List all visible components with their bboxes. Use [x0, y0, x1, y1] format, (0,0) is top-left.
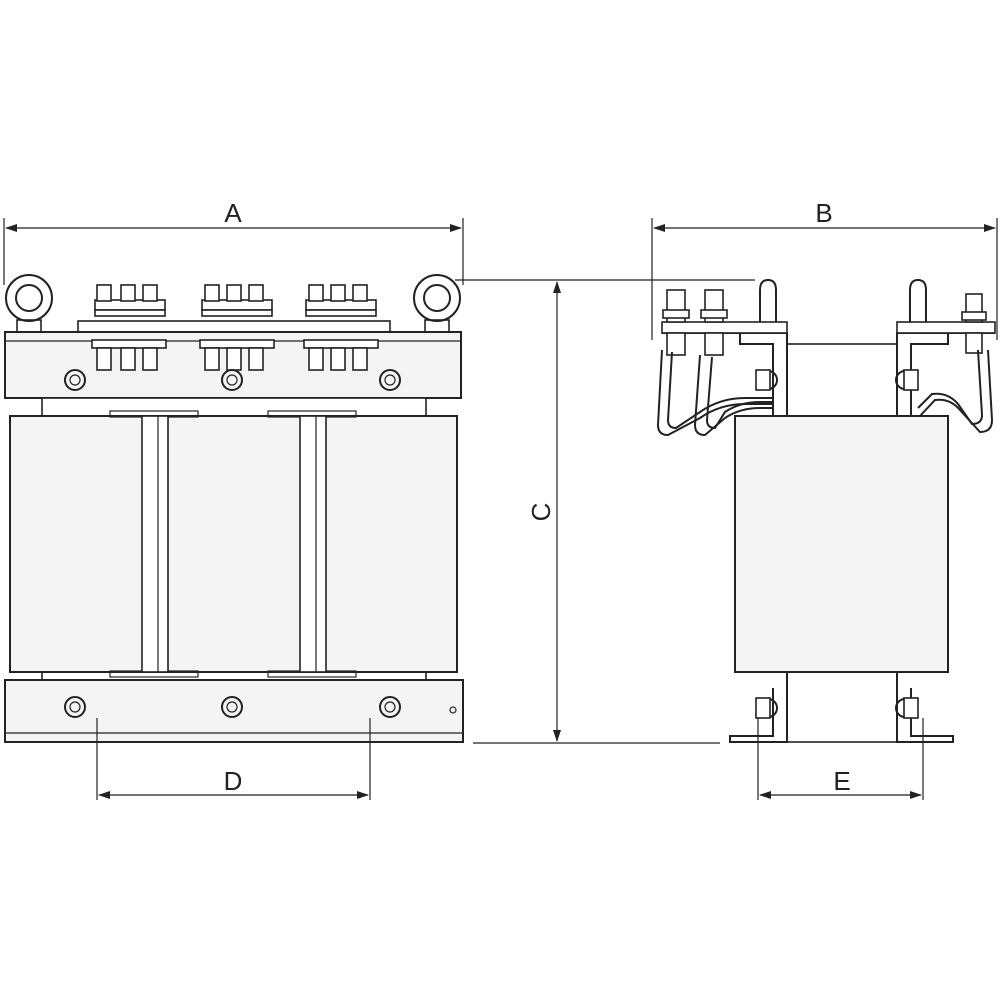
lifting-eye-right [413, 274, 461, 333]
dimension-label-d: D [224, 766, 243, 796]
side-coil-body [734, 415, 949, 673]
dimension-label-b: B [815, 198, 832, 228]
side-terminals [662, 289, 987, 356]
terminal-group-2 [199, 284, 275, 371]
winding-leads [656, 349, 994, 437]
dimension-label-c: C [526, 503, 556, 522]
coil-assembly [9, 410, 458, 678]
side-view [656, 278, 996, 743]
top-frame-bolts [64, 369, 401, 391]
dimension-lines [3, 218, 998, 800]
base-frame-bolts [64, 696, 457, 718]
front-view [4, 274, 464, 743]
lower-bracket-right [895, 672, 954, 743]
terminal-group-3 [303, 284, 379, 371]
upper-bracket-right [895, 278, 996, 416]
terminal-group-1 [91, 284, 167, 371]
lifting-eye-left [5, 274, 53, 333]
dimension-label-a: A [224, 198, 242, 228]
dimension-label-e: E [833, 766, 850, 796]
upper-bracket-left [661, 278, 788, 416]
lower-bracket-left [729, 672, 788, 743]
